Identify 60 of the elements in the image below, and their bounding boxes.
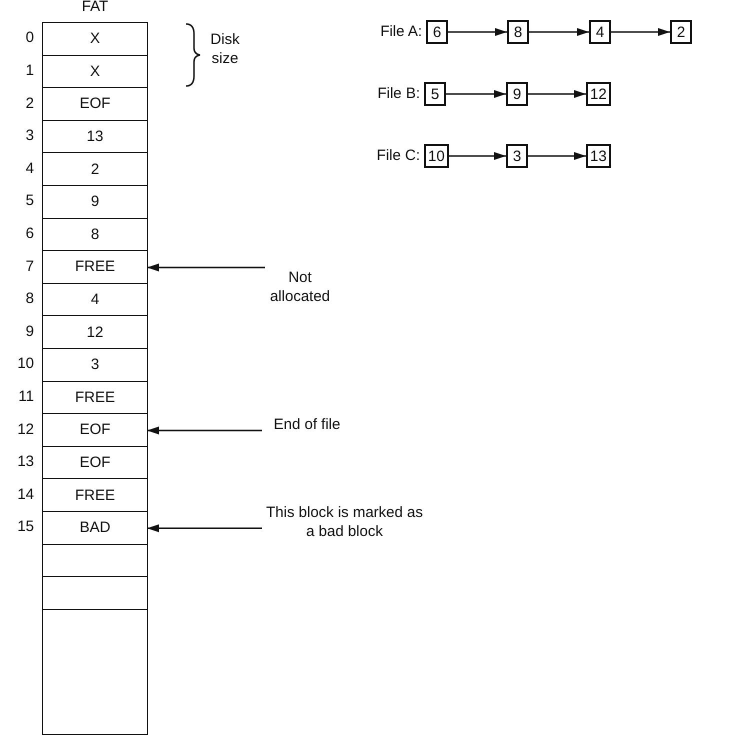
block-box: 12: [586, 82, 611, 106]
block-box: 9: [506, 82, 528, 106]
block-box: 6: [426, 20, 448, 44]
file-label: File C:: [376, 147, 420, 164]
row-number: 12: [17, 420, 34, 438]
table-cell: 9: [43, 186, 147, 219]
table-cell: 12: [43, 316, 147, 349]
row-number: 11: [18, 388, 34, 405]
table-cell: X: [43, 23, 147, 56]
row-number: 4: [26, 160, 34, 177]
leader-arrow: [147, 263, 265, 272]
annotation-text: This block is marked as a bad block: [262, 503, 427, 541]
table-cell: FREE: [43, 479, 147, 512]
table-cell: FREE: [43, 382, 147, 414]
table-cell: X: [43, 56, 147, 88]
block-box: 10: [424, 144, 449, 168]
arrow: [448, 28, 507, 36]
row-number: 5: [26, 192, 34, 210]
arrow: [448, 152, 506, 160]
table-cell: 3: [43, 349, 147, 382]
table-cell: FREE: [43, 251, 147, 284]
arrow: [528, 90, 586, 98]
block-box: 13: [586, 144, 611, 168]
row-number: 2: [26, 94, 34, 112]
row-number: 13: [17, 453, 34, 470]
annotation-text: Disk size: [209, 30, 241, 68]
annotation-text: End of file: [262, 415, 352, 434]
row-number: 6: [26, 224, 34, 242]
row-number: 9: [26, 322, 34, 340]
file-label: File B:: [377, 85, 420, 102]
table-cell: 4: [43, 284, 147, 316]
table-cell: 2: [43, 153, 147, 186]
arrow: [529, 28, 589, 36]
table-cell: 13: [43, 120, 147, 154]
block-box: 2: [670, 20, 692, 44]
block-box: 8: [507, 20, 529, 44]
table-cell: BAD: [43, 512, 147, 545]
file-label: File A:: [380, 23, 422, 40]
row-number: 3: [26, 127, 34, 144]
row-number: 10: [17, 355, 34, 372]
arrow: [528, 152, 586, 160]
row-number: 0: [26, 29, 34, 46]
leader-arrow: [147, 524, 262, 532]
table-cell: EOF: [43, 446, 147, 480]
leader-arrow: [147, 426, 262, 434]
block-box: 3: [506, 144, 528, 168]
table-cell: EOF: [43, 414, 147, 447]
row-number: 14: [17, 486, 34, 503]
row-number: 1: [26, 62, 34, 79]
block-box: 4: [589, 20, 611, 44]
arrow: [446, 90, 506, 98]
row-number: 15: [17, 518, 34, 536]
row-number: 8: [26, 290, 34, 308]
table-cell: 8: [43, 218, 147, 252]
annotation-text: Not allocated: [265, 268, 335, 306]
row-number: 7: [26, 258, 34, 274]
block-box: 5: [424, 82, 446, 106]
table-cell: EOF: [43, 88, 147, 121]
table-heading: FAT: [80, 0, 110, 15]
arrow: [611, 28, 670, 36]
